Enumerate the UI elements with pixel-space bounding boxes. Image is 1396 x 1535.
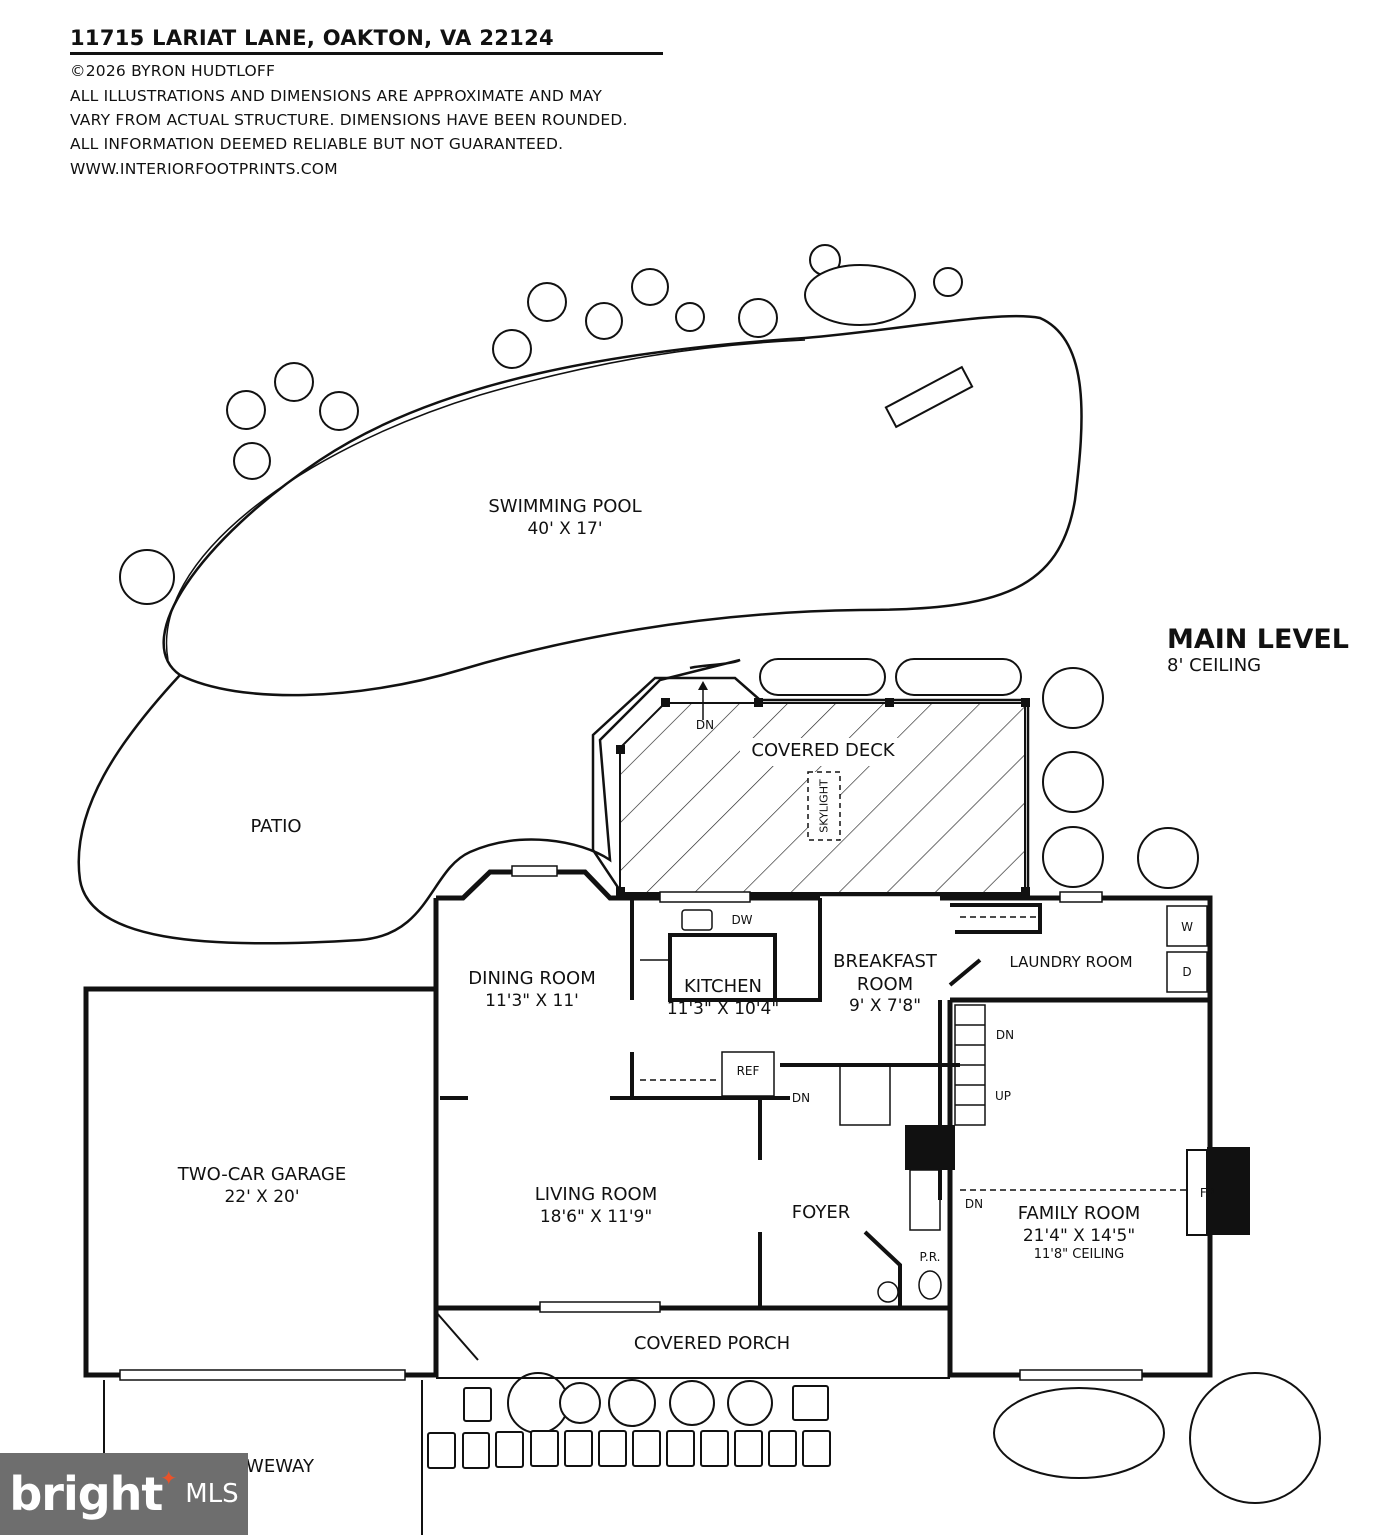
address-title: 11715 LARIAT LANE, OAKTON, VA 22124 (70, 26, 554, 50)
swimming-pool (162, 314, 1083, 697)
stairs-up-label: UP (994, 1089, 1012, 1103)
level-title: MAIN LEVEL (1167, 624, 1349, 655)
copyright-line: ©2026 BYRON HUDTLOFF (70, 62, 276, 80)
stairs-dn-label-upper: DN (995, 1028, 1015, 1042)
stairs-dn-label-left: DN (791, 1091, 811, 1105)
patio-label: PATIO (250, 816, 302, 837)
website-line: WWW.INTERIORFOOTPRINTS.COM (70, 160, 338, 178)
dishwasher-label: DW (731, 913, 753, 927)
skylight-label: SKYLIGHT (817, 779, 831, 833)
covered-deck-label: COVERED DECK (751, 740, 895, 761)
laundry-room-label: LAUNDRY ROOM (1009, 953, 1133, 971)
logo-accent-icon: ✦ (160, 1466, 178, 1490)
foyer-label: FOYER (791, 1202, 851, 1223)
level-heading: MAIN LEVEL 8' CEILING (1167, 624, 1349, 676)
breakfast-room-label: BREAKFAST ROOM 9' X 7'8" (833, 951, 937, 1016)
disclaimer-line-3: ALL INFORMATION DEEMED RELIABLE BUT NOT … (70, 135, 564, 153)
deck-dn-label: DN (695, 718, 715, 732)
covered-porch-label: COVERED PORCH (633, 1333, 791, 1354)
title-underline (70, 52, 663, 55)
patio (77, 658, 741, 945)
pavers (427, 1385, 831, 1469)
refrigerator-label: REF (736, 1064, 760, 1078)
driveway-label: WEWAY (246, 1456, 314, 1477)
dining-room-label: DINING ROOM 11'3" X 11' (468, 968, 596, 1011)
diving-board (884, 365, 974, 429)
bright-mls-logo: bright ✦ MLS (0, 1453, 248, 1535)
disclaimer-line-1: ALL ILLUSTRATIONS AND DIMENSIONS ARE APP… (70, 87, 602, 105)
skylight (807, 771, 841, 841)
pool-label: SWIMMING POOL 40' X 17' (488, 496, 642, 539)
living-room-label: LIVING ROOM 18'6" X 11'9" (534, 1184, 658, 1227)
dryer-label: D (1182, 965, 1192, 979)
washer-label: W (1181, 920, 1193, 934)
family-room-label: FAMILY ROOM 21'4" X 14'5" 11'8" CEILING (1017, 1203, 1141, 1262)
powder-room-label: P.R. (919, 1250, 941, 1264)
fireplace-label: FP (1199, 1186, 1215, 1200)
garage-label: TWO-CAR GARAGE 22' X 20' (177, 1164, 347, 1207)
disclaimer-line-2: VARY FROM ACTUAL STRUCTURE. DIMENSIONS H… (70, 111, 628, 129)
level-ceiling: 8' CEILING (1167, 655, 1262, 676)
landscape-trees (119, 244, 1321, 1504)
kitchen-label: KITCHEN 11'3" X 10'4" (666, 976, 780, 1019)
fireplace-hearth (1207, 1147, 1250, 1235)
stairs-dn-label-lower: DN (964, 1197, 984, 1211)
